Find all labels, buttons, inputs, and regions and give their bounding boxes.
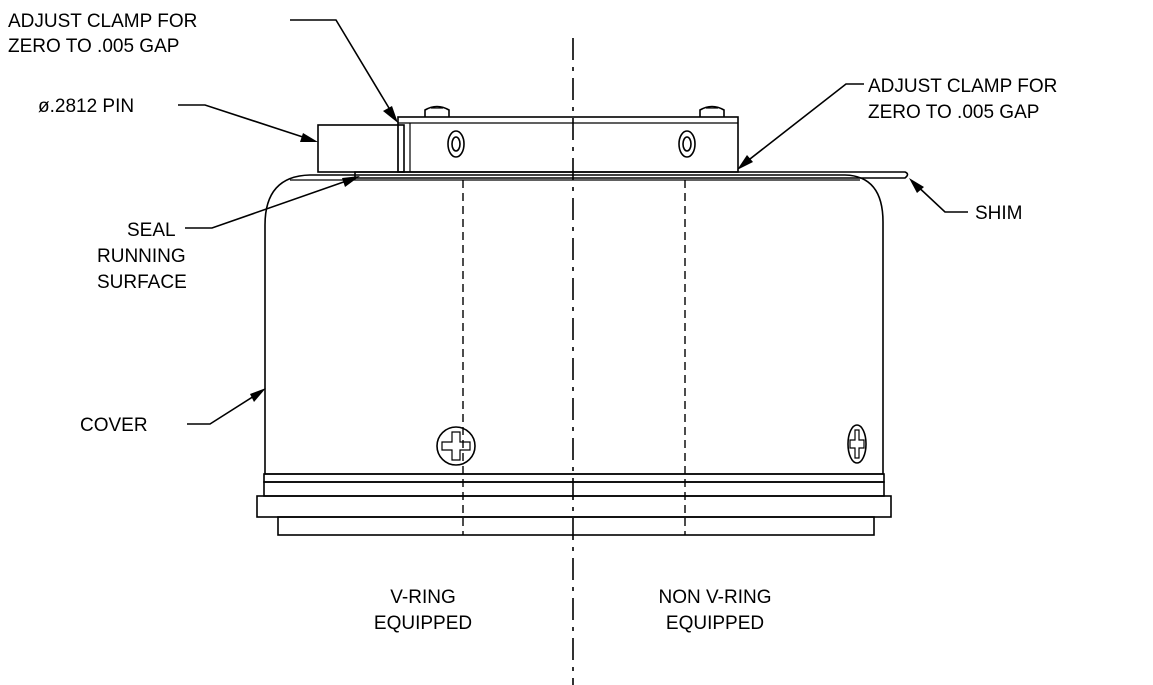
label-clamp-right-line1: ADJUST CLAMP FOR (868, 76, 1057, 97)
shim-plate (354, 171, 909, 179)
clamp-bolt-right (678, 130, 696, 158)
leader-pin (178, 104, 313, 141)
phillips-cross-left (441, 431, 471, 461)
clamp-bolt-left (447, 130, 465, 158)
leader-shim (912, 181, 968, 213)
label-seal-line2: RUNNING (97, 246, 186, 267)
label-cover: COVER (80, 415, 148, 436)
clamp-bolt-left-inner (451, 136, 461, 152)
base-ring-flange (263, 481, 885, 497)
label-vring-line2: EQUIPPED (374, 613, 472, 634)
label-vring-line1: V-RING (390, 587, 455, 608)
label-clamp-left-line1: ADJUST CLAMP FOR (8, 11, 197, 32)
phillips-cross-right (849, 429, 865, 459)
phillips-screw-left (436, 426, 476, 466)
arrow-clamp-right (737, 155, 753, 170)
leader-clamp-left (290, 19, 396, 119)
clamp-bolt-right-inner (682, 136, 692, 152)
arrow-cover (250, 388, 266, 402)
clamp-bar (397, 116, 739, 173)
label-shim: SHIM (975, 203, 1023, 224)
leader-cover (187, 390, 263, 425)
arrow-clamp-left (383, 106, 398, 123)
label-clamp-left-line2: ZERO TO .005 GAP (8, 36, 179, 57)
phillips-screw-right (847, 424, 867, 464)
label-seal-line3: SURFACE (97, 272, 187, 293)
leader-seal (185, 177, 356, 229)
pin-block (317, 124, 405, 173)
arrow-shim (909, 178, 924, 193)
label-nonvring-line1: NON V-RING (659, 587, 772, 608)
arrow-pin (300, 133, 318, 142)
base-ring-upper (263, 473, 885, 483)
base-bottom-ring (277, 516, 875, 536)
label-nonvring-line2: EQUIPPED (666, 613, 764, 634)
arrow-seal (342, 176, 360, 187)
cover-body (264, 174, 884, 475)
label-seal-line1: SEAL (127, 220, 176, 241)
label-clamp-right-line2: ZERO TO .005 GAP (868, 102, 1039, 123)
base-flange (256, 495, 892, 518)
label-pin: ø.2812 PIN (38, 96, 134, 117)
leader-clamp-right (740, 83, 864, 167)
screw-head-top-left (424, 105, 450, 117)
screw-head-top-right (699, 105, 725, 117)
